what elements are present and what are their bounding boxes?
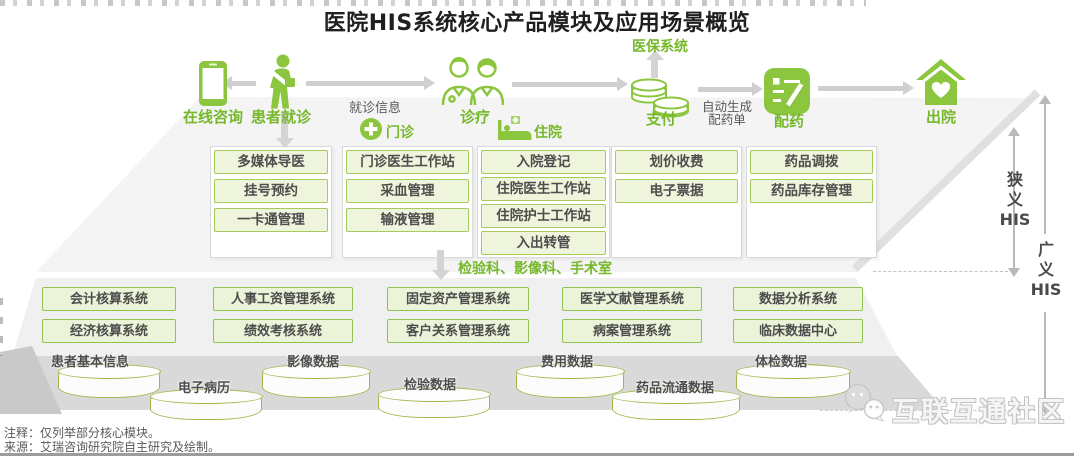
panel-pharmacy: 药品调拨 药品库存管理 (746, 146, 877, 258)
broad-scope-arrowhead-up (1039, 95, 1051, 104)
database-label: 患者基本信息 (50, 355, 129, 370)
system-box: 经济核算系统 (42, 319, 176, 343)
flow-label-discharge: 出院 (925, 108, 956, 126)
flow-label-online-consult: 在线咨询 (182, 108, 243, 126)
flow-label-patient-visit: 患者就诊 (250, 108, 311, 126)
panel-reception: 多媒体导医 挂号预约 一卡通管理 (210, 146, 332, 258)
clipped-text-remnant-top (0, 0, 866, 6)
module-box: 输液管理 (346, 208, 469, 232)
outpatient-tag: 门诊 (386, 125, 414, 141)
watermark-text: 互联互通社区 (892, 397, 1066, 428)
flow-label-payment: 支付 (645, 110, 676, 128)
system-box: 人事工资管理系统 (213, 287, 353, 311)
database-cylinder (149, 388, 263, 420)
phone-icon (198, 60, 228, 111)
database-label: 药品流通数据 (635, 381, 714, 396)
bottom-divider (0, 453, 1074, 456)
arrow-patient-down (275, 112, 294, 148)
footnote-note: 注释：仅列举部分核心模块。 (4, 426, 161, 440)
module-box: 药品调拨 (750, 150, 873, 174)
insurance-system-label: 医保系统 (632, 39, 688, 55)
database-cylinder (735, 363, 851, 398)
module-box: 药品库存管理 (750, 179, 873, 203)
narrow-scope-arrowhead-up (1008, 127, 1020, 136)
database-label: 影像数据 (286, 355, 339, 370)
database-label: 检验数据 (403, 378, 456, 393)
broad-scope-arrowhead-down (1039, 405, 1051, 414)
flow-label-dispense: 配药 (773, 112, 804, 130)
broad-scope-line-bottom (1044, 312, 1046, 406)
clipped-text-remnant-left (0, 298, 3, 356)
outpatient-cross-icon (360, 118, 382, 144)
database-label: 电子病历 (177, 381, 230, 396)
system-box: 数据分析系统 (733, 287, 863, 311)
arrow-dispense-to-discharge (818, 81, 914, 95)
coins-icon (628, 76, 692, 126)
doctors-icon (438, 54, 508, 110)
inpatient-bed-icon (498, 116, 532, 144)
module-box: 一卡通管理 (214, 208, 328, 232)
database-cylinder (57, 363, 161, 398)
arrow-treatment-to-payment (512, 77, 628, 91)
database-cylinder (515, 363, 625, 398)
edge-label-auto-line1: 自动生成 (701, 99, 752, 114)
arrow-to-departments (431, 250, 450, 280)
panel-inpatient: 入院登记 住院医生工作站 住院护士工作站 入出转管 (477, 146, 610, 258)
wechat-icon (842, 382, 888, 428)
database-cylinder (261, 363, 371, 398)
module-box: 多媒体导医 (214, 150, 328, 174)
arrow-patient-to-phone (221, 76, 256, 90)
edge-label-visit-info: 就诊信息 (348, 101, 401, 116)
flow-label-treatment: 诊疗 (459, 108, 490, 126)
database-label: 费用数据 (540, 355, 593, 370)
module-box: 住院医生工作站 (481, 177, 606, 201)
arrow-payment-to-insurance (645, 50, 664, 78)
edge-label-auto-line2: 配药单 (708, 112, 746, 127)
module-box: 挂号预约 (214, 179, 328, 203)
footnote-source: 来源：艾瑞咨询研究院自主研究及绘制。 (4, 440, 221, 454)
arrow-payment-to-dispense (698, 82, 763, 96)
narrow-scope-dashed-line (873, 271, 1008, 272)
database-cylinder (377, 386, 491, 418)
arrow-patient-to-treatment (306, 76, 435, 90)
database-cylinder (611, 388, 741, 420)
module-box: 电子票据 (615, 179, 738, 203)
broad-his-label: 广 义 HIS (1030, 240, 1062, 299)
module-box: 采血管理 (346, 179, 469, 203)
system-box: 绩效考核系统 (213, 319, 353, 343)
database-label: 体检数据 (754, 355, 807, 370)
system-box: 临床数据中心 (733, 319, 863, 343)
inpatient-tag: 住院 (534, 125, 562, 141)
panel-billing: 划价收费 电子票据 (611, 146, 742, 258)
system-box: 固定资产管理系统 (387, 287, 529, 311)
page-title: 医院HIS系统核心产品模块及应用场景概览 (323, 11, 751, 36)
module-box: 入院登记 (481, 150, 606, 174)
module-box: 住院护士工作站 (481, 204, 606, 228)
departments-label: 检验科、影像科、手术室 (458, 261, 612, 277)
narrow-scope-arrowhead-down (1008, 268, 1020, 277)
system-box: 病案管理系统 (562, 319, 702, 343)
module-box: 入出转管 (481, 231, 606, 255)
broad-scope-line-top (1044, 102, 1046, 234)
module-box: 门诊医生工作站 (346, 150, 469, 174)
patient-icon (258, 53, 302, 114)
house-icon (916, 59, 966, 110)
prescription-icon (764, 68, 810, 118)
module-box: 划价收费 (615, 150, 738, 174)
narrow-scope-arrow (1013, 134, 1015, 270)
panel-outpatient: 门诊医生工作站 采血管理 输液管理 (342, 146, 473, 258)
system-box: 客户关系管理系统 (387, 319, 529, 343)
narrow-his-label: 狭 义 HIS (999, 170, 1031, 229)
system-box: 医学文献管理系统 (562, 287, 702, 311)
system-box: 会计核算系统 (42, 287, 176, 311)
watermark-dashed-line (820, 410, 1036, 411)
